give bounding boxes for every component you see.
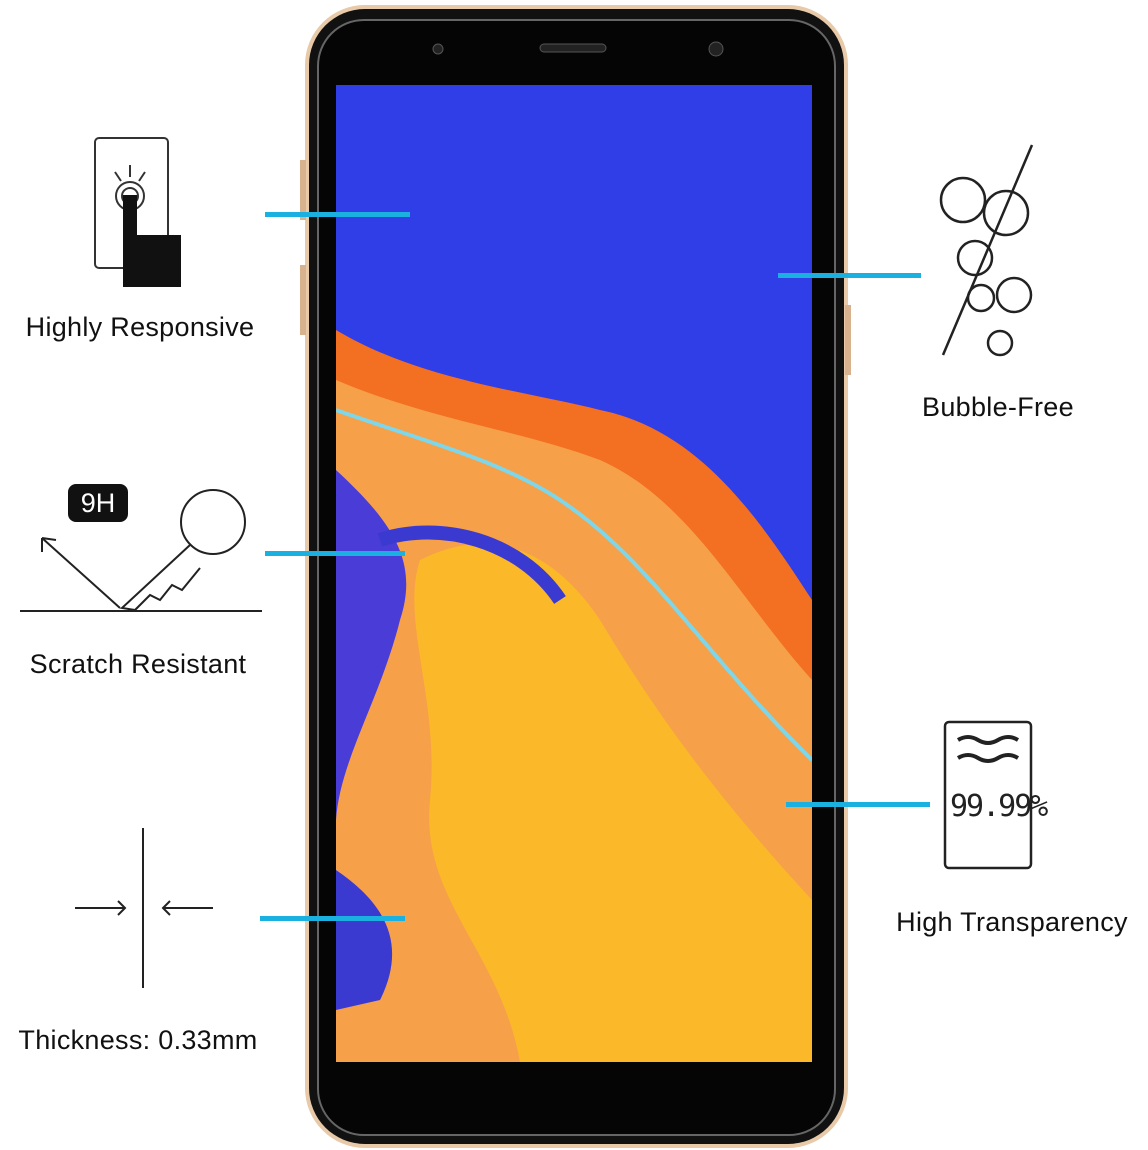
speaker-icon <box>539 43 607 53</box>
hardness-badge: 9H <box>80 488 116 518</box>
feature-label-bubble-free: Bubble-Free <box>922 392 1074 422</box>
callout-line <box>778 273 921 278</box>
camera-icon <box>708 41 724 57</box>
transparency-value: 99.99% <box>950 789 1048 824</box>
callout-line <box>786 802 930 807</box>
feature-label-transparency: High Transparency <box>896 907 1128 937</box>
callout-line <box>265 551 405 556</box>
power-button <box>845 305 851 375</box>
transparency-icon <box>943 720 1033 870</box>
callout-line <box>265 212 410 217</box>
bubbles-icon <box>939 144 1034 357</box>
key-scratch-icon <box>20 484 262 612</box>
feature-label-thickness: Thickness: 0.33mm <box>18 1025 258 1055</box>
feature-label-scratch: Scratch Resistant <box>29 649 247 679</box>
sensor-icon <box>432 43 444 55</box>
feature-label-responsive: Highly Responsive <box>25 312 255 342</box>
thickness-icon <box>75 828 213 988</box>
touch-icon <box>94 137 181 287</box>
callout-line <box>260 916 405 921</box>
screen-wallpaper <box>336 85 812 1062</box>
volume-button <box>300 265 306 335</box>
volume-button <box>300 160 306 220</box>
